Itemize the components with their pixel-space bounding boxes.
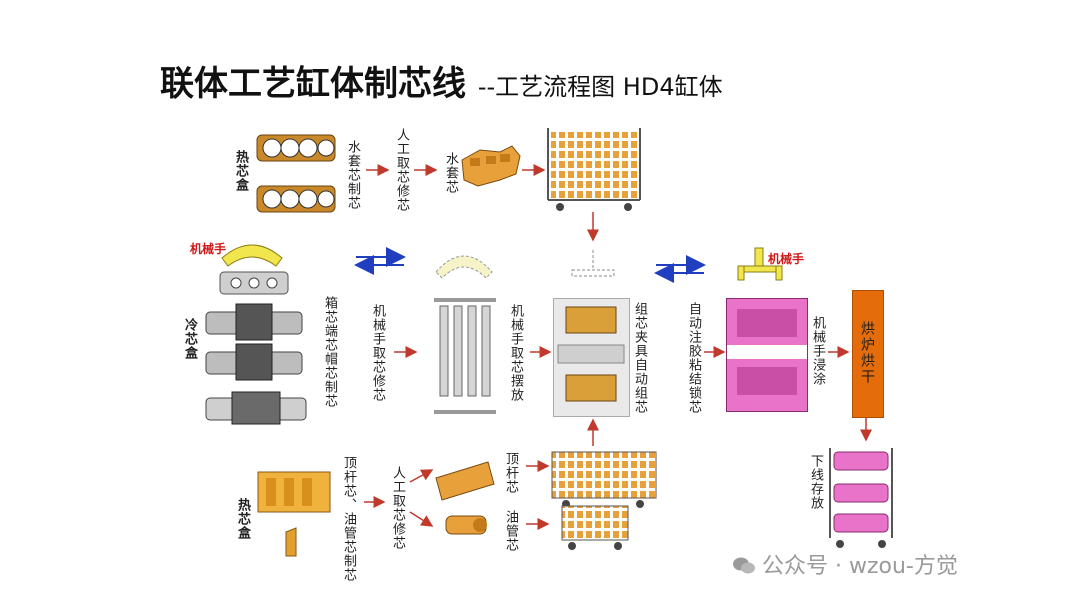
page-title: 联体工艺缸体制芯线 --工艺流程图 HD4缸体 xyxy=(160,56,723,105)
step-robot-dip: 机械手浸涂 xyxy=(810,316,825,386)
watermark-text: 公众号 · wzou-方觉 xyxy=(762,554,958,579)
water-jacket-cart xyxy=(547,128,641,211)
title-main: 联体工艺缸体制芯线 xyxy=(160,64,466,104)
hot-box-label-top: 热芯盒 xyxy=(233,150,248,192)
step-manual-trimming-bottom: 人工取芯修芯 xyxy=(390,466,405,550)
step-tappet-core: 顶杆芯 xyxy=(503,452,518,494)
step-auto-glue-lock: 自动注胶粘结锁芯 xyxy=(686,302,701,414)
step-manual-trimming-top: 人工取芯修芯 xyxy=(394,128,409,212)
step-robot-place: 机械手取芯摆放 xyxy=(508,304,523,402)
coated-core-assembly xyxy=(726,298,808,412)
robot-label-right: 机械手 xyxy=(768,252,805,266)
hot-box-core-top-1 xyxy=(256,134,336,162)
step-robot-trimming: 机械手取芯修芯 xyxy=(370,304,385,402)
cold-box-label: 冷芯盒 xyxy=(182,318,197,360)
step-auto-assembly: 组芯夹具自动组芯 xyxy=(632,302,647,414)
oil-pipe-core-rack xyxy=(561,505,629,550)
arrow-bottom-2 xyxy=(409,511,434,527)
robot-gripper-right xyxy=(737,247,783,281)
storage-rack xyxy=(829,448,893,548)
return-arrows-right xyxy=(654,255,706,283)
tappet-core-image xyxy=(435,461,495,501)
return-arrows-left xyxy=(354,247,406,275)
fixture-lifter-ghost xyxy=(571,250,615,277)
tappet-core-box xyxy=(257,471,331,557)
arrow-bottom-1 xyxy=(409,469,434,483)
step-tappet-oil-core-making: 顶杆芯、油管芯制芯 xyxy=(341,456,356,582)
oil-pipe-core-image xyxy=(445,515,487,535)
ghost-gripper xyxy=(435,255,493,279)
step-water-jacket-core: 水套芯 xyxy=(443,152,458,194)
assembly-fixture xyxy=(553,298,630,417)
step-water-jacket-core-making: 水套芯制芯 xyxy=(345,140,360,210)
watermark: 公众号 · wzou-方觉 xyxy=(732,548,958,580)
title-sub: --工艺流程图 HD4缸体 xyxy=(477,73,723,101)
hot-box-core-top-2 xyxy=(256,185,336,213)
drying-oven: 烘炉烘干 xyxy=(852,290,884,418)
robot-gripper-left xyxy=(221,244,283,267)
hot-box-label-bottom: 热芯盒 xyxy=(235,498,250,540)
step-oil-pipe-core: 油管芯 xyxy=(503,510,518,552)
step-cold-core-making: 箱芯端芯帽芯制芯 xyxy=(322,296,337,408)
robot-label-left: 机械手 xyxy=(190,242,227,256)
robot-tray-cores xyxy=(434,298,496,414)
oven-label: 烘炉烘干 xyxy=(859,321,875,385)
step-unload-store: 下线存放 xyxy=(808,454,823,510)
water-jacket-core-image xyxy=(461,145,521,187)
wechat-icon xyxy=(733,557,755,574)
tappet-core-rack xyxy=(551,451,657,508)
cold-box-cores xyxy=(205,271,307,425)
